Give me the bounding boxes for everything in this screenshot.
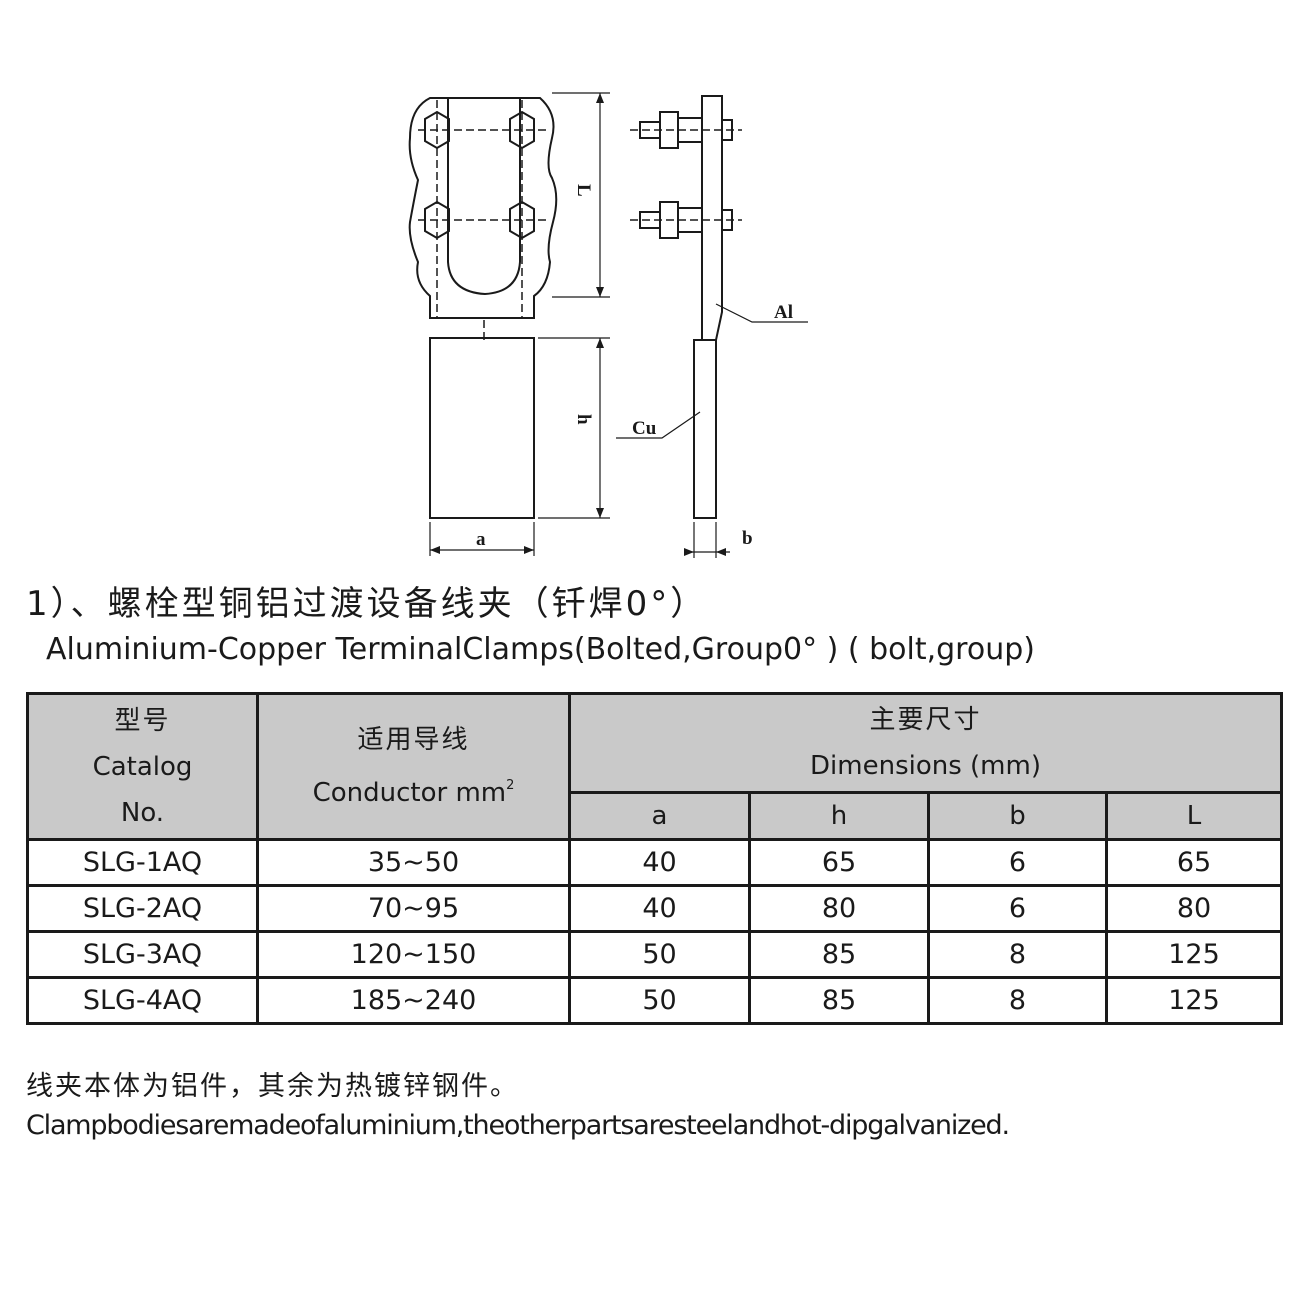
conductor-cell: 185~240: [256, 976, 571, 1025]
dimension-label-a: a: [476, 529, 486, 550]
conductor-cell: 70~95: [256, 884, 571, 933]
table-row: SLG-4AQ 185~240 50 85 8 125: [26, 976, 1284, 1025]
catalog-cell: SLG-2AQ: [26, 884, 259, 933]
dimension-label-h: h: [573, 414, 594, 425]
material-label-al: Al: [774, 302, 793, 323]
material-label-cu: Cu: [632, 418, 657, 439]
catalog-cell: SLG-1AQ: [26, 838, 259, 887]
a-cell: 50: [568, 930, 751, 979]
b-cell: 8: [927, 976, 1108, 1025]
clamp-technical-drawing: L h a b Al Cu: [408, 92, 808, 558]
dimensions-header: 主要尺寸 Dimensions (mm): [567, 692, 1284, 794]
side-view-cu-palm: [693, 339, 717, 519]
column-header-b: b: [927, 791, 1108, 841]
conductor-cell: 120~150: [256, 930, 571, 979]
L-cell: 125: [1104, 930, 1284, 979]
material-note-en: Clampbodiesaremadeofaluminium,theotherpa…: [26, 1110, 1010, 1141]
b-cell: 8: [927, 930, 1108, 979]
a-cell: 40: [568, 838, 751, 887]
column-header-a: a: [568, 791, 751, 841]
column-header-L: L: [1104, 791, 1284, 841]
table-row: SLG-1AQ 35~50 40 65 6 65: [26, 838, 1284, 887]
h-cell: 85: [748, 930, 930, 979]
section-title-en: Aluminium-Copper TerminalClamps(Bolted,G…: [46, 632, 1035, 667]
catalog-header: 型号 Catalog No.: [26, 692, 259, 841]
front-view-cu-palm: [429, 337, 535, 519]
section-title-cn: 1）、螺栓型铜铝过渡设备线夹（钎焊0°）: [26, 584, 708, 624]
a-cell: 50: [568, 976, 751, 1025]
material-note-cn: 线夹本体为铝件，其余为热镀锌钢件。: [26, 1071, 519, 1102]
h-cell: 65: [748, 838, 930, 887]
b-cell: 6: [927, 838, 1108, 887]
side-view-al-bar: [701, 95, 723, 341]
front-view-slot: [447, 98, 521, 296]
a-cell: 40: [568, 884, 751, 933]
h-cell: 80: [748, 884, 930, 933]
catalog-cell: SLG-3AQ: [26, 930, 259, 979]
L-cell: 65: [1104, 838, 1284, 887]
column-header-h: h: [748, 791, 930, 841]
catalog-cell: SLG-4AQ: [26, 976, 259, 1025]
L-cell: 125: [1104, 976, 1284, 1025]
dimension-label-b: b: [742, 528, 753, 549]
L-cell: 80: [1104, 884, 1284, 933]
conductor-cell: 35~50: [256, 838, 571, 887]
table-row: SLG-2AQ 70~95 40 80 6 80: [26, 884, 1284, 933]
table-row: SLG-3AQ 120~150 50 85 8 125: [26, 930, 1284, 979]
conductor-header: 适用导线 Conductor mm2: [256, 692, 571, 841]
spec-table: 型号 Catalog No. 适用导线 Conductor mm2 主要尺寸 D…: [26, 692, 1284, 1025]
h-cell: 85: [748, 976, 930, 1025]
dimension-label-L: L: [573, 184, 594, 197]
b-cell: 6: [927, 884, 1108, 933]
